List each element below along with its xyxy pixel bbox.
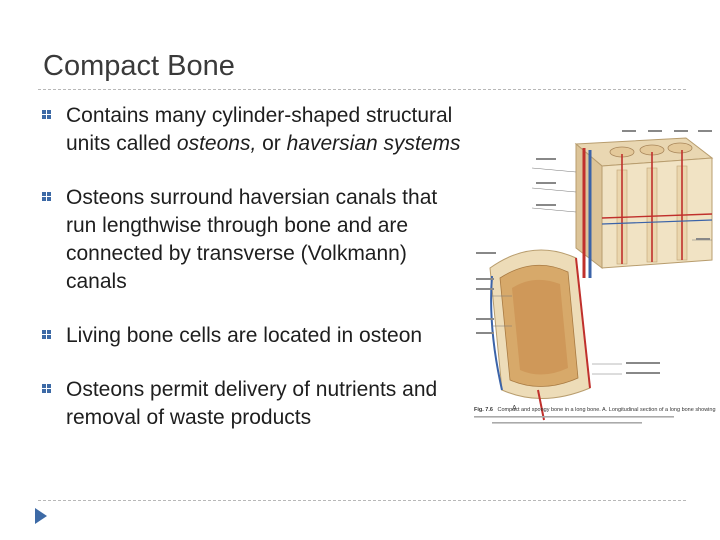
- bullet-square-icon: [42, 110, 51, 119]
- bullet-list: Contains many cylinder-shaped structural…: [40, 102, 470, 458]
- bullet-item: Living bone cells are located in osteon: [40, 322, 470, 350]
- bullet-text: Osteons surround haversian canals that r…: [66, 186, 438, 293]
- bullet-text: Osteons permit delivery of nutrients and…: [66, 378, 438, 429]
- bullet-text: Living bone cells are located in osteon: [66, 324, 423, 347]
- long-bone-section: [489, 249, 591, 421]
- svg-text:Fig. 7.6 Compact and spo: Fig. 7.6 Compact and spongy bone in a lo…: [474, 407, 716, 413]
- footer-divider: [38, 500, 686, 501]
- bullet-square-icon: [42, 192, 51, 201]
- figure-caption: Fig. 7.6 Compact and spongy bone in a lo…: [474, 407, 716, 424]
- bone-diagram-image: A Fig. 7.6 Compact and spongy bone in a …: [474, 130, 716, 424]
- compact-bone-block: [574, 137, 714, 278]
- title-divider: [38, 89, 686, 90]
- page-title: Compact Bone: [43, 50, 235, 82]
- figure-label-a: A: [512, 405, 517, 412]
- bullet-square-icon: [42, 384, 51, 393]
- bullet-square-icon: [42, 330, 51, 339]
- bullet-text: Contains many cylinder-shaped structural…: [66, 104, 461, 155]
- bullet-item: Osteons surround haversian canals that r…: [40, 184, 470, 296]
- bullet-item: Osteons permit delivery of nutrients and…: [40, 376, 470, 432]
- bullet-item: Contains many cylinder-shaped structural…: [40, 102, 470, 158]
- nav-triangle-icon[interactable]: [34, 507, 48, 525]
